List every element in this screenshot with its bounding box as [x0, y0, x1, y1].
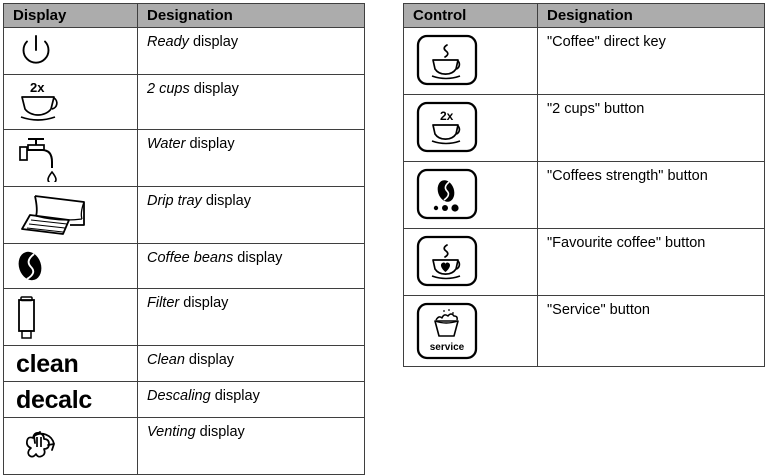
designation-cell: 2 cups display: [137, 74, 365, 130]
designation-cell: "Favourite coffee" button: [537, 228, 765, 296]
designation-rest: display: [189, 81, 239, 97]
table-row: "Coffee" direct key: [403, 27, 765, 95]
two-cups-icon: 2x: [14, 79, 137, 125]
designation-rest: display: [201, 193, 251, 209]
water-tap-icon: [14, 134, 137, 182]
table-row: Drip tray display: [3, 186, 365, 244]
table-row: "Coffees strength" button: [403, 161, 765, 229]
table-row: Venting display: [3, 417, 365, 475]
designation-cell: Coffee beans display: [137, 243, 365, 289]
designation-rest: display: [210, 388, 260, 404]
designation-cell: "Coffees strength" button: [537, 161, 765, 229]
icon-cell: [3, 186, 138, 244]
designation-cell: Descaling display: [137, 381, 365, 418]
icon-cell: [3, 27, 138, 75]
designation-cell: Drip tray display: [137, 186, 365, 244]
icon-cell: clean: [3, 345, 138, 382]
designation-rest: display: [184, 352, 235, 368]
service-button-text: service: [430, 342, 465, 353]
icon-cell: 2x: [403, 94, 538, 162]
column-header-designation: Designation: [137, 3, 365, 28]
designation-cell: "Coffee" direct key: [537, 27, 765, 95]
designation-emphasis: 2 cups: [147, 81, 190, 97]
designation-emphasis: Coffee beans: [147, 250, 234, 266]
table-row: "Favourite coffee" button: [403, 228, 765, 296]
icon-cell: [403, 228, 538, 296]
filter-icon: [14, 293, 137, 341]
table-row: 2x "2 cups" button: [403, 94, 765, 162]
icon-cell: [403, 161, 538, 229]
designation-emphasis: Ready: [147, 34, 189, 50]
designation-emphasis: Venting: [147, 424, 196, 440]
designation-rest: display: [195, 424, 245, 440]
designation-rest: display: [233, 250, 283, 266]
designation-cell: Ready display: [137, 27, 365, 75]
display-table: Display Designation Ready display: [3, 3, 365, 475]
designation-cell: Clean display: [137, 345, 365, 382]
designation-cell: Water display: [137, 129, 365, 187]
table-row: clean Clean display: [3, 345, 365, 382]
favourite-coffee-button-icon: [414, 233, 537, 291]
table-row: 2x 2 cups display: [3, 74, 365, 130]
table-header-row: Control Designation: [403, 3, 765, 28]
designation-cell: Filter display: [137, 288, 365, 346]
column-header-control: Control: [403, 3, 538, 28]
icon-cell: service: [403, 295, 538, 367]
designation-emphasis: Descaling: [147, 388, 211, 404]
coffee-bean-icon: [14, 248, 137, 284]
icon-cell: [3, 288, 138, 346]
table-row: Coffee beans display: [3, 243, 365, 289]
designation-rest: display: [185, 136, 235, 152]
designation-cell: "Service" button: [537, 295, 765, 367]
designation-rest: display: [188, 34, 239, 50]
svg-text:2x: 2x: [440, 109, 454, 123]
table-row: Filter display: [3, 288, 365, 346]
icon-cell: [3, 417, 138, 475]
designation-rest: display: [179, 295, 229, 311]
table-row: decalc Descaling display: [3, 381, 365, 418]
column-header-display: Display: [3, 3, 138, 28]
designation-emphasis: Clean: [147, 352, 185, 368]
page-root: Display Designation Ready display: [3, 3, 765, 475]
icon-cell: [403, 27, 538, 95]
two-cups-button-icon: 2x: [414, 99, 537, 157]
venting-icon: [14, 422, 137, 470]
designation-emphasis: Filter: [147, 295, 180, 311]
icon-cell: decalc: [3, 381, 138, 418]
power-ready-icon: [14, 32, 137, 70]
service-button-icon: service: [414, 300, 537, 362]
clean-word-icon: clean: [16, 350, 79, 378]
decalc-word-icon: decalc: [16, 386, 93, 414]
icon-cell: [3, 129, 138, 187]
icon-cell: 2x: [3, 74, 138, 130]
control-table: Control Designation: [403, 3, 765, 367]
coffee-direct-key-button-icon: [414, 32, 537, 90]
icon-cell: [3, 243, 138, 289]
svg-text:2x: 2x: [30, 80, 45, 95]
table-row: service "Service" button: [403, 295, 765, 367]
column-header-designation: Designation: [537, 3, 765, 28]
designation-emphasis: Drip tray: [147, 193, 202, 209]
table-header-row: Display Designation: [3, 3, 365, 28]
designation-cell: Venting display: [137, 417, 365, 475]
designation-emphasis: Water: [147, 136, 186, 152]
drip-tray-icon: [14, 191, 137, 239]
table-row: Ready display: [3, 27, 365, 75]
coffee-strength-button-icon: [414, 166, 537, 224]
designation-cell: "2 cups" button: [537, 94, 765, 162]
table-row: Water display: [3, 129, 365, 187]
